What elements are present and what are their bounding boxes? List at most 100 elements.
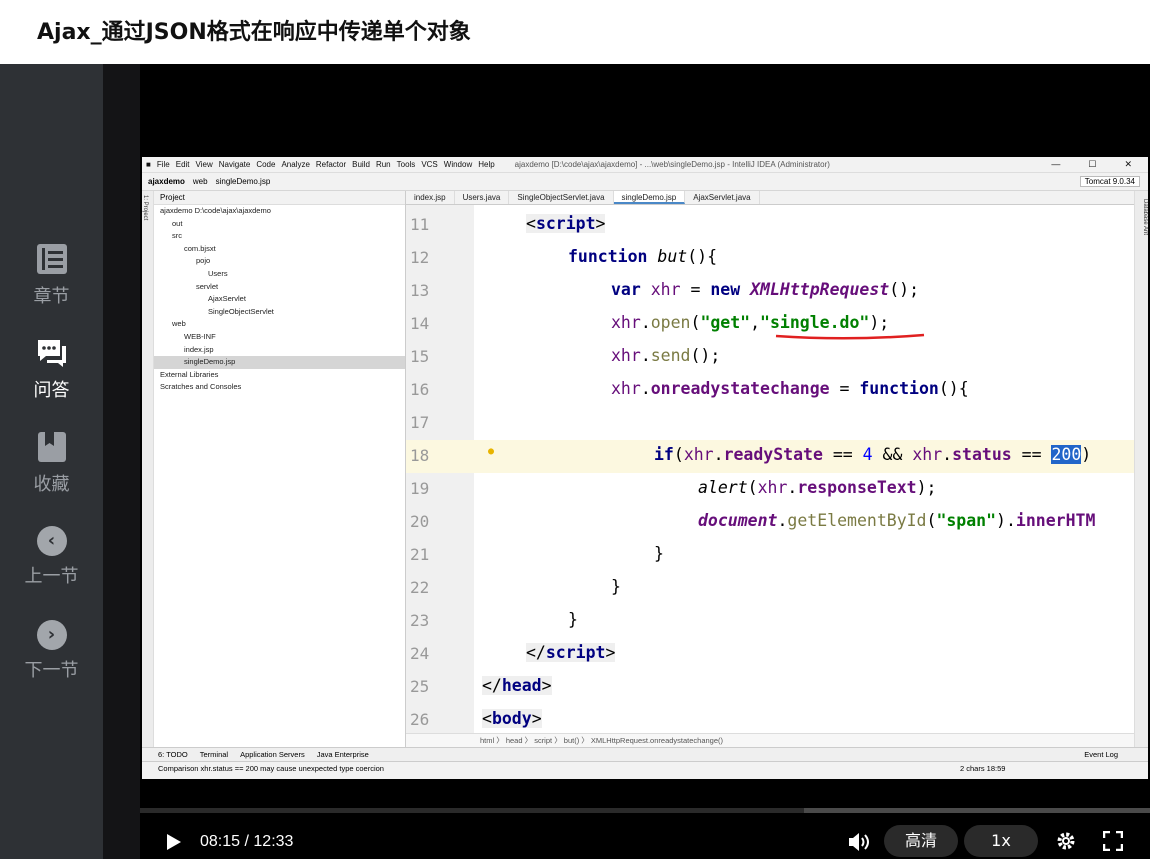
menu-item: Build	[352, 160, 370, 169]
ide-navbar: ajaxdemo web singleDemo.jsp Tomcat 9.0.3…	[142, 173, 1148, 191]
menu-item: Edit	[175, 160, 190, 169]
volume-icon[interactable]	[848, 832, 870, 852]
ide-window-title: ajaxdemo [D:\code\ajax\ajaxdemo] - ...\w…	[514, 160, 830, 169]
code-line-current: 18●if(xhr.readyState == 4 && xhr.status …	[406, 440, 1134, 473]
tool-window-tab: Terminal	[199, 750, 229, 759]
nav-crumb: ajaxdemo	[148, 177, 185, 186]
code-line: 26<body>	[410, 709, 542, 729]
lightbulb-icon: ●	[488, 446, 495, 457]
red-underline-annotation	[775, 333, 925, 340]
code-line: 11<script>	[410, 214, 606, 234]
tree-item: pojo	[196, 256, 211, 266]
menu-item: VCS	[421, 160, 438, 169]
tool-window-tab: Java Enterprise	[316, 750, 369, 759]
speed-button[interactable]: 1x	[964, 825, 1038, 857]
quality-button[interactable]: 高清	[884, 825, 958, 857]
status-position: 2 chars 18:59	[960, 764, 1006, 773]
time-display: 08:15 / 12:33	[200, 833, 294, 850]
project-panel-header: Project	[154, 191, 405, 205]
tab-users-java: Users.java	[455, 191, 510, 204]
tree-item: src	[172, 231, 182, 241]
player-controls: 08:15 / 12:33 高清 1x	[140, 813, 1150, 859]
page-title: Ajax_通过JSON格式在响应中传递单个对象	[37, 20, 471, 45]
status-message: Comparison xhr.status == 200 may cause u…	[158, 764, 384, 773]
course-sidebar: 章节 问答 收藏 ‹ 上一节 › 下一节	[0, 64, 103, 859]
tab-singleobjectservlet: SingleObjectServlet.java	[509, 191, 614, 204]
close-icon: ✕	[1124, 159, 1132, 169]
run-config-select: Tomcat 9.0.34	[1079, 176, 1140, 187]
title-bar: Ajax_通过JSON格式在响应中传递单个对象	[0, 0, 1150, 64]
nav-crumb: web	[192, 177, 208, 186]
video-player[interactable]: ■ File Edit View Navigate Code Analyze R…	[140, 64, 1150, 859]
sidebar-item-bookmark[interactable]: 收藏	[0, 430, 103, 496]
tree-item: WEB-INF	[184, 331, 216, 341]
progress-played	[140, 808, 804, 813]
bookmark-icon	[37, 432, 66, 462]
tree-item: singleDemo.jsp	[154, 356, 405, 369]
menu-item: View	[195, 160, 213, 169]
sidebar-item-qa[interactable]: 问答	[0, 336, 103, 402]
nav-crumb: singleDemo.jsp	[215, 177, 271, 186]
menu-item: Navigate	[218, 160, 251, 169]
tree-item: Users	[208, 268, 228, 278]
tree-item: servlet	[196, 281, 219, 291]
sidebar-gutter	[103, 64, 140, 859]
chevron-right-icon: ›	[36, 620, 67, 650]
sidebar-item-chapters[interactable]: 章节	[0, 242, 103, 308]
tree-item: Scratches and Consoles	[160, 382, 242, 392]
menu-item: Run	[375, 160, 391, 169]
ide-logo-icon: ■	[146, 160, 151, 169]
ide-menubar: ■ File Edit View Navigate Code Analyze R…	[142, 157, 1148, 173]
menu-item: Refactor	[315, 160, 347, 169]
chevron-left-icon: ‹	[36, 526, 67, 556]
total-time: 12:33	[253, 833, 294, 850]
tab-singledemo-jsp: singleDemo.jsp	[613, 191, 686, 204]
tree-item: External Libraries	[160, 369, 219, 379]
sidebar-label: 问答	[33, 380, 70, 401]
tree-item: ajaxdemo D:\code\ajax\ajaxdemo	[160, 206, 271, 215]
progress-bar[interactable]	[140, 808, 1150, 813]
menu-item: Tools	[396, 160, 416, 169]
tree-item: SingleObjectServlet	[208, 306, 274, 316]
current-time: 08:15	[200, 833, 241, 850]
menu-item: Code	[256, 160, 276, 169]
sidebar-label: 章节	[33, 286, 70, 307]
tool-window-tab: 6: TODO	[158, 750, 188, 759]
fullscreen-icon[interactable]	[1103, 831, 1123, 851]
prev-lesson-button[interactable]: ‹ 上一节	[0, 526, 103, 588]
code-breadcrumb: html 〉 head 〉 script 〉 but() 〉 XMLHttpRe…	[406, 733, 1134, 747]
menu-item: Analyze	[281, 160, 310, 169]
tab-ajaxservlet: AjaxServlet.java	[685, 191, 760, 204]
code-line: 24</script>	[410, 643, 616, 663]
tool-window-tab: Application Servers	[240, 750, 305, 759]
code-line: 21}	[410, 544, 664, 564]
tree-item: web	[172, 319, 186, 329]
project-panel: Project ajaxdemo D:\code\ajax\ajaxdemo ou…	[154, 191, 406, 747]
menu-item: File	[156, 160, 170, 169]
settings-gear-icon[interactable]	[1056, 831, 1076, 851]
menu-item: Help	[478, 160, 495, 169]
next-lesson-button[interactable]: › 下一节	[0, 620, 103, 682]
ide-status-bar: Comparison xhr.status == 200 may cause u…	[142, 761, 1148, 779]
sidebar-label: 收藏	[33, 474, 70, 495]
chapters-icon	[36, 244, 67, 274]
maximize-icon: ☐	[1088, 159, 1097, 169]
play-button[interactable]	[166, 833, 182, 851]
event-log-tab: Event Log	[1084, 750, 1118, 759]
qa-icon	[37, 340, 66, 367]
code-line: 25</head>	[410, 676, 552, 696]
tree-item: index.jsp	[184, 344, 214, 354]
sidebar-label: 上一节	[24, 566, 79, 587]
tree-item: out	[172, 218, 183, 228]
project-tool-label: 1: Project	[142, 195, 148, 221]
tab-index-jsp: index.jsp	[406, 191, 455, 204]
minimize-icon: —	[1051, 159, 1061, 169]
